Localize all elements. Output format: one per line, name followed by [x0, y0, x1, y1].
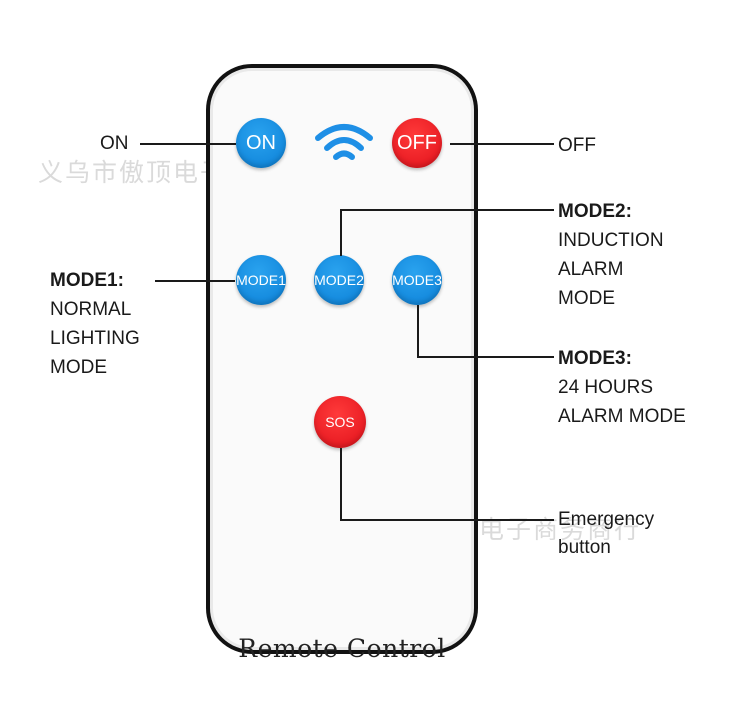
- mode1-label-head: MODE1:: [50, 270, 124, 291]
- mode2-label-line: ALARM: [558, 259, 624, 280]
- mode2-leader-line-horizontal: [340, 209, 554, 211]
- mode1-label-line: NORMAL: [50, 299, 132, 320]
- mode1-leader-line: [155, 280, 235, 282]
- off-button[interactable]: OFF: [392, 118, 442, 168]
- mode1-button[interactable]: MODE1: [236, 255, 286, 305]
- mode1-label-line: MODE: [50, 357, 107, 378]
- mode1-label-line: LIGHTING: [50, 328, 140, 349]
- sos-leader-line-horizontal: [340, 519, 554, 521]
- remote-title: Remote Control: [238, 634, 446, 663]
- mode2-label: MODE2: INDUCTION ALARM MODE: [558, 197, 664, 313]
- sos-label: Emergency button: [558, 506, 654, 562]
- mode3-leader-line-vertical: [417, 305, 419, 357]
- off-label: OFF: [558, 135, 596, 156]
- mode3-label-head: MODE3:: [558, 348, 632, 369]
- on-label: ON: [100, 133, 129, 154]
- mode3-leader-line-horizontal: [417, 356, 554, 358]
- mode3-label: MODE3: 24 HOURS ALARM MODE: [558, 344, 686, 431]
- sos-button[interactable]: SOS: [314, 396, 366, 448]
- off-leader-line: [450, 143, 554, 145]
- remote-control: ON OFF MODE1 MODE2 MODE3 SOS Remote Cont…: [206, 64, 478, 663]
- mode3-label-line: 24 HOURS: [558, 377, 654, 398]
- on-button[interactable]: ON: [236, 118, 286, 168]
- mode2-leader-line-vertical: [340, 210, 342, 256]
- mode3-button[interactable]: MODE3: [392, 255, 442, 305]
- mode2-label-line: INDUCTION: [558, 230, 664, 251]
- on-leader-line: [140, 143, 236, 145]
- mode3-label-line: ALARM MODE: [558, 406, 686, 427]
- sos-leader-line-vertical: [340, 448, 342, 520]
- mode2-label-line: MODE: [558, 288, 615, 309]
- sos-label-line: Emergency: [558, 509, 655, 530]
- wifi-icon: [314, 122, 374, 168]
- mode2-button[interactable]: MODE2: [314, 255, 364, 305]
- mode1-label: MODE1: NORMAL LIGHTING MODE: [50, 266, 140, 382]
- mode2-label-head: MODE2:: [558, 201, 632, 222]
- sos-label-line: button: [558, 537, 611, 558]
